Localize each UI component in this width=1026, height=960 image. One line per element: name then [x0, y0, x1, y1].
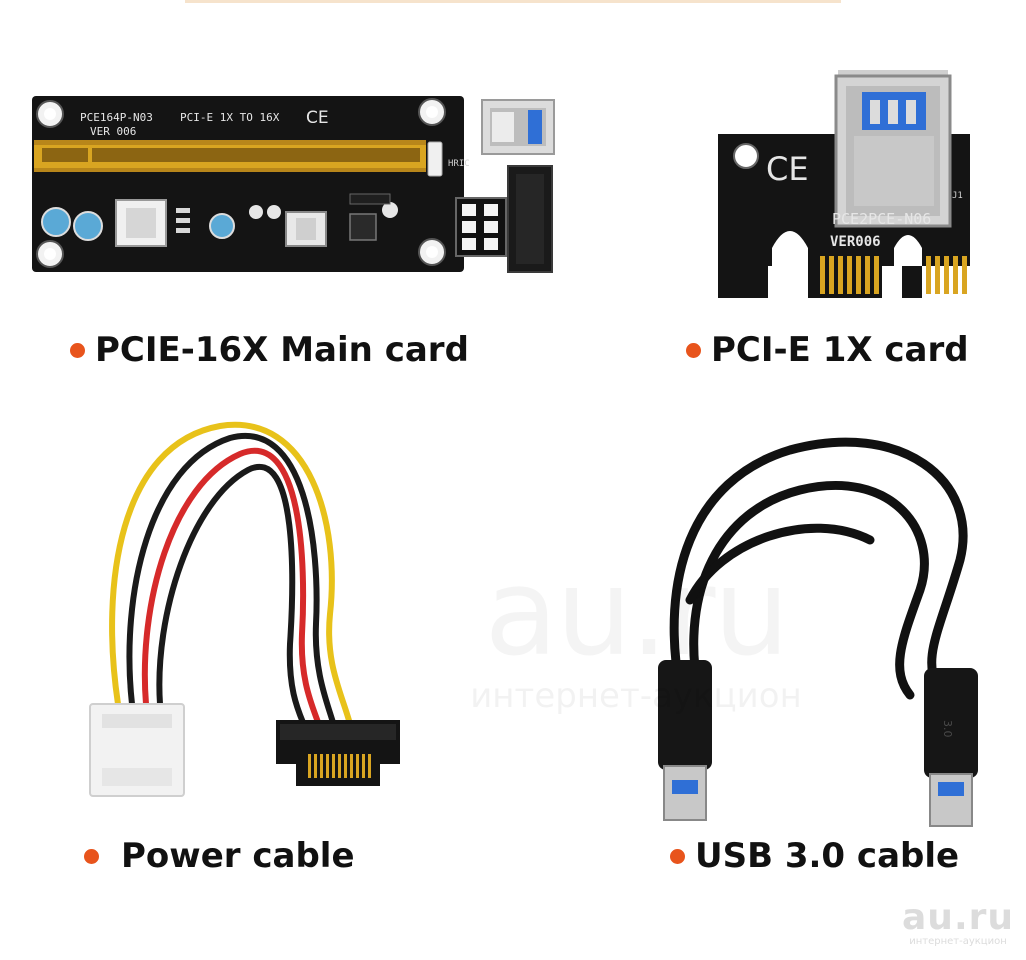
svg-text:J1: J1	[952, 191, 963, 201]
usb-cable-caption: USB 3.0 cable	[670, 834, 959, 878]
pcie-1x-card-caption-text: PCI-E 1X card	[711, 330, 969, 370]
svg-text:HRIC: HRIC	[448, 159, 470, 169]
bullet-icon	[670, 848, 685, 864]
power-cable-image	[89, 421, 400, 797]
small-card-version-text: VER006	[830, 234, 881, 250]
usb-cable-image: 3.0	[658, 437, 978, 827]
bullet-icon	[70, 342, 85, 358]
bullet-icon	[686, 342, 701, 358]
au-ru-logo: au.ru интернет-аукцион	[902, 900, 1014, 948]
main-card-caption-text: PCIE-16X Main card	[95, 330, 469, 370]
usb-cable-caption-text: USB 3.0 cable	[695, 836, 960, 876]
watermark-small: интернет-аукцион	[470, 676, 802, 716]
pcie-1x-card-caption: PCI-E 1X card	[686, 328, 969, 372]
main-card-caption: PCIE-16X Main card	[70, 328, 469, 372]
main-card-ce-mark: CE	[306, 108, 329, 128]
small-card-model-text: PCE2PCE-N06	[832, 210, 931, 228]
usb-3-0-print: 3.0	[941, 720, 954, 738]
main-card-model-text: PCE164P-N03	[80, 111, 153, 124]
small-card-ce-mark: CE	[766, 150, 809, 188]
logo-main-text: au.ru	[902, 897, 1014, 938]
pcie-1x-card-image: CE J1 PCE2PCE-N06 VER006	[718, 70, 970, 298]
top-divider	[185, 0, 841, 3]
main-card-version-text: VER 006	[90, 125, 136, 138]
power-cable-caption-text: Power cable	[121, 836, 355, 876]
watermark-big: au.ru	[436, 544, 836, 683]
main-card-interface-text: PCI-E 1X TO 16X	[180, 111, 280, 124]
main-card-image: PCE164P-N03 PCI-E 1X TO 16X CE VER 006 H…	[32, 96, 555, 273]
logo-sub-text: интернет-аукцион	[909, 936, 1007, 947]
bullet-icon	[84, 848, 99, 864]
power-cable-caption: Power cable	[84, 834, 355, 878]
